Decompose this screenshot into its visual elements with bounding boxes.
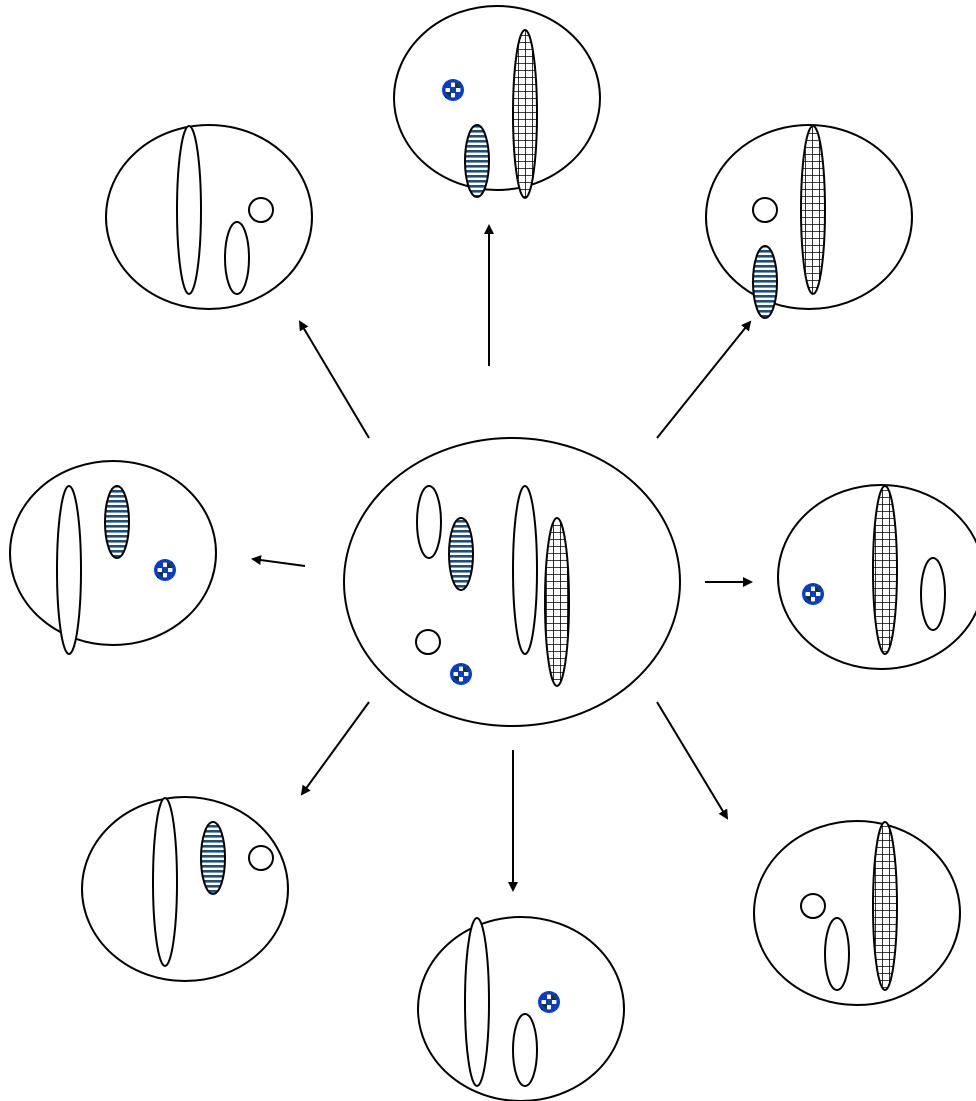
cell-outline — [753, 820, 961, 1006]
striped-chromosome — [200, 821, 226, 895]
plain-long-chromosome — [152, 797, 178, 967]
plain-long-chromosome — [56, 485, 82, 655]
cell-outline — [81, 796, 289, 982]
plain-short-chromosome — [224, 221, 250, 295]
ring-chromosome — [415, 629, 441, 655]
checker-dot — [449, 662, 473, 686]
checker-dot — [441, 78, 465, 102]
ring-chromosome — [752, 197, 778, 223]
ring-chromosome — [248, 845, 274, 871]
striped-chromosome — [464, 124, 490, 198]
cell-outline — [393, 5, 601, 191]
arrow-left — [251, 555, 306, 567]
cell-outline — [343, 437, 681, 727]
checker-dot — [153, 558, 177, 582]
plain-short-chromosome — [920, 557, 946, 631]
daughter-cell-top-right — [705, 124, 913, 319]
cell-outline — [105, 124, 313, 310]
ring-chromosome — [800, 893, 826, 919]
plain-long-chromosome — [512, 485, 538, 655]
daughter-cell-top — [393, 5, 601, 199]
daughter-cell-top-left — [105, 124, 313, 310]
plain-short-chromosome — [512, 1013, 538, 1087]
grid-long-chromosome — [544, 517, 570, 687]
arrow-down-right — [656, 701, 729, 820]
plain-short-chromosome — [416, 485, 442, 559]
daughter-cell-bottom-right — [753, 820, 961, 1006]
grid-long-chromosome — [872, 821, 898, 991]
arrow-down-left — [300, 701, 370, 796]
daughter-cell-left — [9, 460, 217, 655]
daughter-cell-right — [777, 484, 976, 670]
ring-chromosome — [248, 197, 274, 223]
striped-chromosome — [448, 517, 474, 591]
plain-long-chromosome — [176, 125, 202, 295]
arrow-up-left — [298, 320, 370, 439]
checker-dot — [537, 990, 561, 1014]
arrows — [251, 224, 753, 892]
striped-chromosome — [752, 245, 778, 319]
grid-long-chromosome — [800, 125, 826, 295]
center-cell — [343, 437, 681, 727]
striped-chromosome — [104, 485, 130, 559]
plain-long-chromosome — [464, 917, 490, 1087]
checker-dot — [801, 582, 825, 606]
daughter-cell-bottom-left — [81, 796, 289, 982]
arrow-up-right — [656, 320, 752, 439]
daughter-cell-bottom — [417, 916, 625, 1101]
grid-long-chromosome — [512, 29, 538, 199]
grid-long-chromosome — [872, 485, 898, 655]
plain-short-chromosome — [824, 917, 850, 991]
